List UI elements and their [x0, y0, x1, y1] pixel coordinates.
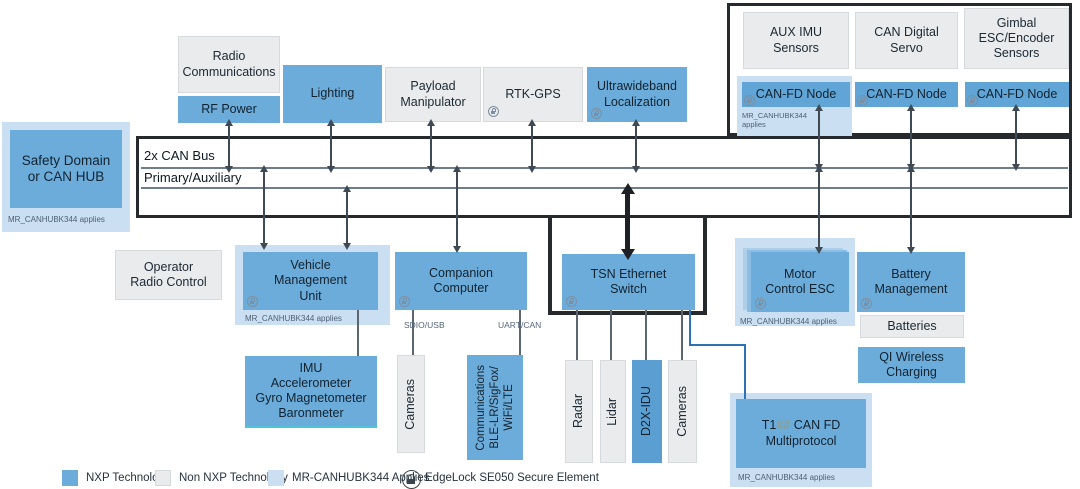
- arrow-lighting-bus: [326, 119, 335, 173]
- can-bus-line-primary: [141, 167, 1068, 169]
- line-vmu-imu: [357, 310, 359, 356]
- line-companion-communications: [519, 310, 521, 355]
- arrow-bus-companion: [452, 165, 461, 253]
- safety-domain-note: MR_CANHUBK344 applies: [8, 215, 105, 224]
- tsn-pocket-frame: [548, 216, 707, 315]
- aux-imu-sensors-box: AUX IMU Sensors: [743, 12, 849, 69]
- arrow-payload-bus: [426, 119, 435, 173]
- can-bus-line-auxiliary: [141, 187, 1068, 189]
- arrow-node3-bus: [1011, 104, 1020, 171]
- secure-element-icon: [247, 296, 258, 307]
- radio-communications-box: Radio Communications: [178, 36, 280, 93]
- can-fd-node-1-note: MR_CANHUBK344 applies: [742, 111, 808, 130]
- can-bus-frame: [136, 136, 1072, 218]
- can-fd-group-frame: [727, 3, 1072, 136]
- can-fd-node-2-box: CAN-FD Node: [855, 82, 958, 107]
- lidar-box: Lidar: [600, 360, 626, 463]
- motor-esc-container: Motor Control ESC MR_CANHUBK344 applies: [735, 238, 855, 326]
- radar-box: Radar: [565, 360, 593, 463]
- communications-box: Communications BLE-LR/SigFox/ WiFi/LTE: [467, 355, 523, 460]
- ethernet-wire-segment: [689, 310, 691, 346]
- secure-element-icon: [488, 106, 499, 117]
- arrow-bus-tsn: [620, 183, 635, 260]
- line-tsn-radar: [576, 310, 578, 360]
- line-companion-cameras: [412, 310, 414, 355]
- legend-label-mr-canhubk344: MR-CANHUBK344 Applies: [292, 472, 430, 484]
- vmu-note: MR_CANHUBK344 applies: [245, 314, 342, 323]
- rtk-gps-box: RTK-GPS: [483, 67, 583, 122]
- legend-swatch-mr-canhubk344: [268, 470, 284, 486]
- payload-manipulator-box: Payload Manipulator: [385, 67, 481, 122]
- ethernet-wire-segment: [689, 344, 746, 346]
- secure-element-icon: [755, 298, 766, 309]
- companion-computer-box: Companion Computer: [395, 252, 527, 310]
- battery-management-box: Battery Management: [857, 252, 965, 312]
- lighting-box: Lighting: [283, 65, 382, 123]
- rf-power-box: RF Power: [178, 96, 280, 123]
- batteries-box: Batteries: [860, 315, 964, 338]
- cameras-left-box: Cameras: [397, 355, 425, 453]
- qi-wireless-charging-box: QI Wireless Charging: [858, 347, 965, 383]
- can-fd-node-1-box: CAN-FD Node: [742, 82, 850, 107]
- line-tsn-cameras: [681, 310, 683, 360]
- arrow-bus-vmu-1: [259, 165, 268, 250]
- arrow-rf-power-bus: [224, 119, 233, 173]
- bus-label-bottom: Primary/Auxiliary: [144, 170, 242, 185]
- imu-sensor-box: IMU Accelerometer Gyro Magnetometer Baro…: [245, 356, 377, 428]
- secure-element-icon: [566, 296, 577, 307]
- secure-element-icon: [857, 95, 868, 106]
- port-label-sdio-usb: SDIO/USB: [404, 320, 445, 330]
- t1-canfd-note: MR_CANHUBK344 applies: [738, 473, 835, 482]
- arrow-bus-vmu-2: [342, 185, 351, 250]
- legend-swatch-non-nxp: [155, 470, 171, 486]
- ultrawideband-box: Ultrawideband Localization: [587, 67, 687, 122]
- tsn-ethernet-switch-box: TSN Ethernet Switch: [562, 254, 695, 310]
- line-tsn-lidar: [610, 310, 612, 360]
- legend-label-non-nxp: Non NXP Technology: [179, 472, 288, 484]
- safety-domain-box: Safety Domain or CAN HUB: [10, 130, 122, 208]
- ethernet-wire-segment: [744, 344, 746, 399]
- motor-control-esc-box: Motor Control ESC: [751, 252, 849, 312]
- vmu-container: Vehicle Management Unit MR_CANHUBK344 ap…: [235, 245, 390, 325]
- vehicle-management-unit-box: Vehicle Management Unit: [243, 252, 378, 310]
- operator-radio-control-box: Operator Radio Control: [115, 250, 222, 300]
- secure-element-icon: [591, 108, 602, 119]
- cameras-right-box: Cameras: [668, 360, 697, 463]
- arrow-rtkgps-bus: [527, 119, 536, 173]
- secure-element-icon: [744, 95, 755, 106]
- secure-element-icon: [861, 298, 872, 309]
- gimbal-esc-encoder-box: Gimbal ESC/Encoder Sensors: [964, 8, 1069, 69]
- secure-element-icon: [399, 296, 410, 307]
- arrow-node2-bus: [906, 104, 915, 171]
- legend-label-edgelock: EdgeLock SE050 Secure Element: [425, 472, 599, 484]
- secure-element-icon: [402, 470, 421, 489]
- legend-swatch-nxp: [62, 470, 78, 486]
- can-fd-node-3-box: CAN-FD Node: [965, 82, 1069, 107]
- arrow-bus-motor-esc: [814, 165, 823, 254]
- arrow-bus-battery: [906, 165, 915, 254]
- arrow-node1-bus: [814, 104, 823, 171]
- arrow-uwb-bus: [631, 119, 640, 173]
- secure-element-icon: [967, 95, 978, 106]
- legend-label-nxp: NXP Technology: [86, 472, 171, 484]
- line-tsn-d2x: [645, 310, 647, 360]
- bus-label-top: 2x CAN Bus: [144, 148, 215, 163]
- can-fd-node-1-container: CAN-FD Node MR_CANHUBK344 applies: [737, 76, 852, 136]
- d2x-idu-box: D2X-IDU: [632, 360, 662, 463]
- motor-esc-note: MR_CANHUBK344 applies: [740, 317, 837, 326]
- safety-domain-container: Safety Domain or CAN HUB MR_CANHUBK344 a…: [2, 122, 130, 232]
- port-label-uart-can: UART/CAN: [498, 320, 542, 330]
- can-digital-servo-box: CAN Digital Servo: [855, 12, 958, 69]
